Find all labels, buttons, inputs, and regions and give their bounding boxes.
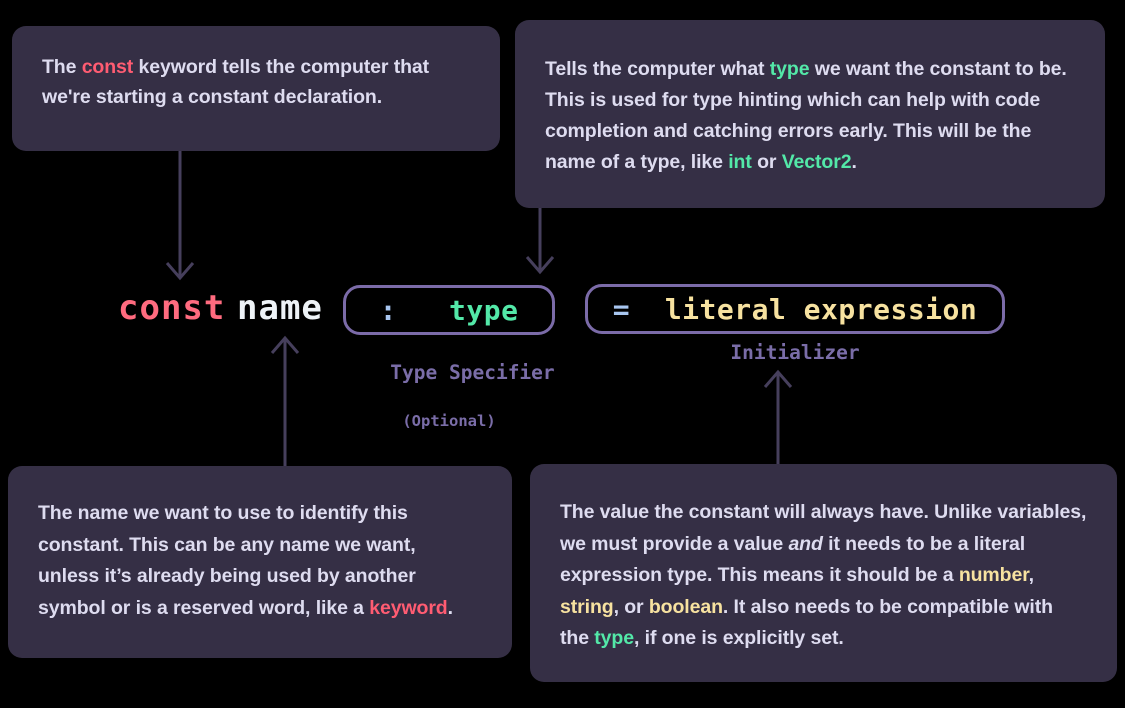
type-callout: Tells the computer what type we want the…	[515, 20, 1105, 208]
token-type: type	[769, 58, 810, 80]
token-type: int	[728, 151, 752, 173]
literal-expression-placeholder: literal expression	[664, 292, 978, 326]
name-callout-text: The name we want to use to identify this…	[38, 502, 453, 619]
type-specifier-label-text: Type Specifier	[390, 361, 555, 384]
initializer-callout-text: The value the constant will always have.…	[560, 501, 1087, 649]
const-callout: The const keyword tells the computer tha…	[12, 26, 500, 151]
initializer-spacer	[630, 293, 665, 326]
token-em: and	[788, 532, 823, 555]
initializer-label: Initializer	[730, 341, 860, 364]
code-keyword-const: const	[118, 288, 226, 328]
token-literal: string	[560, 595, 614, 618]
initializer-group: = literal expression	[585, 284, 1005, 334]
type-specifier-label: Type Specifier (Optional)	[343, 340, 555, 476]
token-keyword: const	[81, 56, 134, 78]
token-keyword: keyword	[369, 596, 448, 619]
type-specifier-optional-text: (Optional)	[402, 412, 496, 430]
token-strong: always	[810, 501, 875, 523]
type-callout-text: Tells the computer what type we want the…	[545, 58, 1067, 173]
token-literal: number	[958, 564, 1029, 586]
type-spacer	[397, 294, 449, 327]
token-literal: boolean	[648, 595, 723, 618]
colon-operator: :	[379, 293, 397, 327]
const-callout-text: The const keyword tells the computer tha…	[42, 56, 430, 108]
type-placeholder: type	[449, 293, 519, 327]
equals-operator: =	[612, 292, 631, 326]
name-callout: The name we want to use to identify this…	[8, 466, 512, 658]
token-type: type	[594, 627, 634, 649]
initializer-expression: = literal expression	[613, 293, 978, 326]
token-type: Vector2	[781, 151, 852, 173]
type-specifier-expression: : type	[380, 294, 519, 327]
type-specifier-group: : type	[343, 285, 555, 335]
code-identifier-name: name	[237, 288, 323, 328]
initializer-callout: The value the constant will always have.…	[530, 464, 1117, 682]
